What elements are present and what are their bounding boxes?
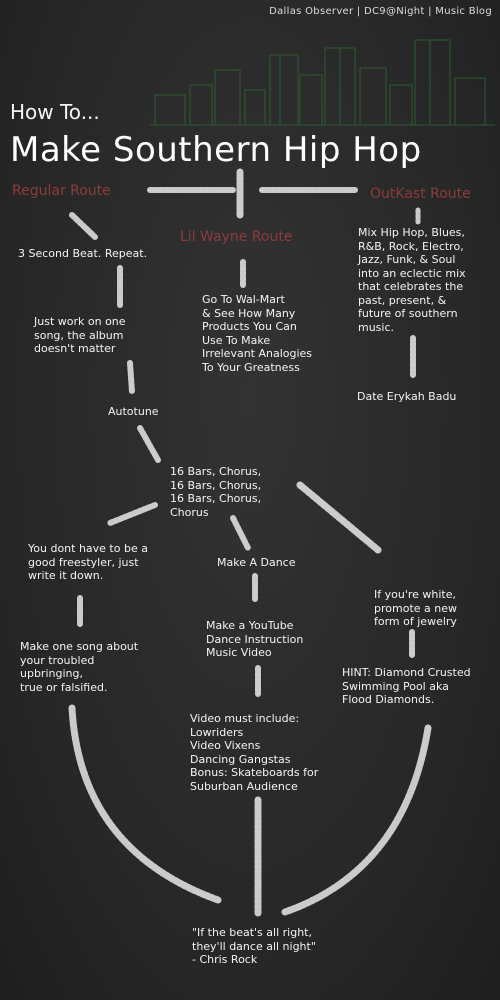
arrow-merge-to-left [107, 502, 158, 526]
step-regular-one-song: Just work on one song, the album doesn't… [34, 315, 126, 355]
step-regular-autotune: Autotune [108, 405, 159, 418]
step-right-jewelry: If you're white, promote a new form of j… [374, 588, 457, 628]
step-regular-beat: 3 Second Beat. Repeat. [18, 247, 148, 260]
step-mid-make-dance: Make A Dance [217, 556, 296, 569]
step-right-hint: HINT: Diamond Crusted Swimming Pool aka … [342, 666, 471, 706]
page-title: Make Southern Hip Hop [10, 130, 422, 170]
step-merge-bars-chorus: 16 Bars, Chorus, 16 Bars, Chorus, 16 Bar… [170, 465, 262, 519]
arrow-regular-step2-to-step3 [127, 360, 135, 395]
route-label-regular: Regular Route [12, 183, 111, 199]
step-lilwayne-walmart: Go To Wal-Mart & See How Many Products Y… [202, 293, 313, 374]
route-label-outkast: OutKast Route [370, 186, 471, 202]
step-left-freestyle: You dont have to be a good freestyler, j… [28, 542, 148, 582]
source-credit: Dallas Observer | DC9@Night | Music Blog [269, 6, 492, 17]
arrow-autotune-to-merge [137, 425, 161, 463]
step-mid-video-requirements: Video must include: Lowriders Video Vixe… [190, 712, 319, 793]
arrow-regular-to-step1 [69, 212, 98, 240]
arrow-outkast-to-merge [296, 481, 382, 554]
step-left-troubled-upbringing: Make one song about your troubled upbrin… [20, 640, 139, 694]
page-subtitle: How To... [10, 100, 100, 124]
route-label-lil-wayne: Lil Wayne Route [180, 229, 293, 245]
curve-right-to-quote [281, 724, 432, 916]
step-outkast-mix: Mix Hip Hop, Blues, R&B, Rock, Electro, … [358, 226, 466, 334]
quote-chris-rock: "If the beat's all right, they'll dance … [192, 926, 316, 966]
step-mid-youtube: Make a YouTube Dance Instruction Music V… [206, 619, 304, 659]
step-outkast-erykah: Date Erykah Badu [357, 390, 457, 403]
curve-left-to-quote [68, 704, 222, 904]
arrow-merge-to-mid [230, 515, 251, 551]
